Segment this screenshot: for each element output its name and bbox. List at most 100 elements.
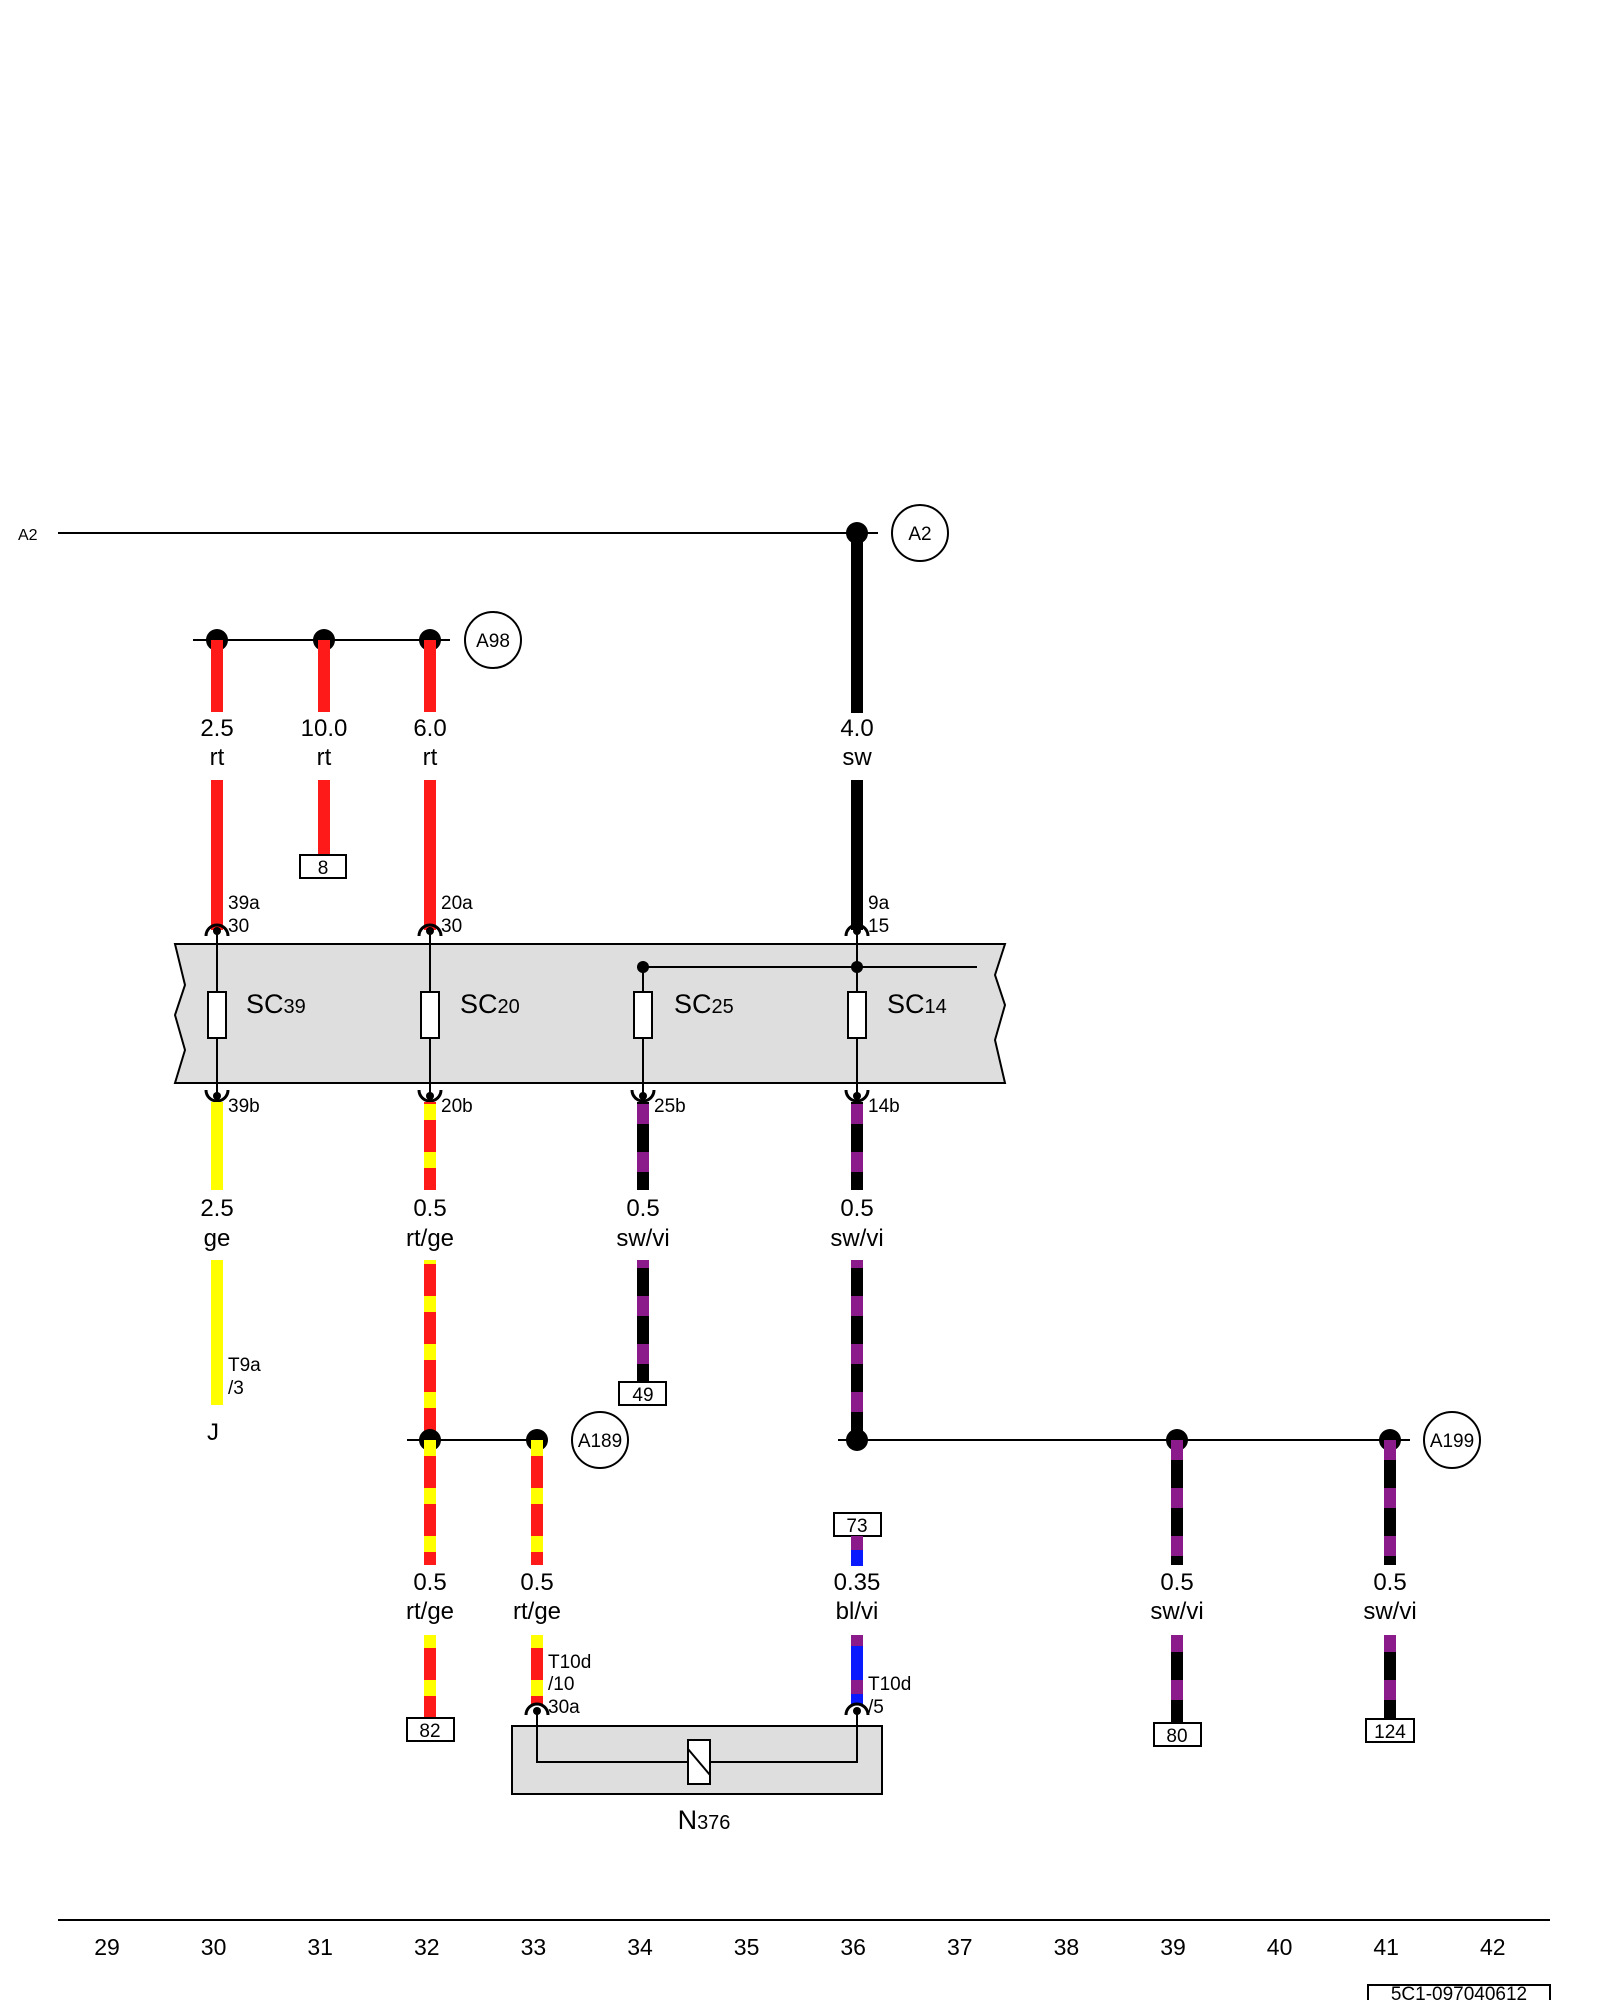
grid-column-36: 36 <box>840 1934 866 1960</box>
wire-w12-size: 0.5 <box>1160 1569 1193 1596</box>
fuse-sc14[interactable] <box>847 991 867 1039</box>
wire-w12-top[interactable] <box>1171 1440 1183 1565</box>
grid-column-34: 34 <box>627 1934 653 1960</box>
pin-20b: 20b <box>441 1096 473 1117</box>
wire-w2-top[interactable] <box>318 640 330 712</box>
grid-column-35: 35 <box>734 1934 760 1960</box>
grid-column-41: 41 <box>1373 1934 1399 1960</box>
wire-w6-bottom[interactable] <box>424 1260 436 1440</box>
grid-column-37: 37 <box>947 1934 973 1960</box>
wire-w1-bottom[interactable] <box>211 780 223 930</box>
wire-w9-bottom[interactable] <box>424 1635 436 1718</box>
fuse-sc20-label: SC20 <box>460 989 520 1019</box>
wire-w2-size: 10.0 <box>301 715 348 742</box>
ref-box-80[interactable] <box>1153 1722 1202 1747</box>
grid-column-29: 29 <box>94 1934 120 1960</box>
wire-w4-size: 4.0 <box>840 715 873 742</box>
pin-t10d-10-b: /10 <box>548 1674 574 1695</box>
wire-w8-bottom[interactable] <box>851 1260 863 1440</box>
wire-w9-top[interactable] <box>424 1440 436 1565</box>
component-n376-label: N376 <box>678 1805 731 1835</box>
wire-w11-bottom[interactable] <box>851 1635 863 1705</box>
ref-box-8[interactable] <box>299 854 347 879</box>
pin-9a: 9a <box>868 893 890 914</box>
grid-column-40: 40 <box>1267 1934 1293 1960</box>
connector-bottom-25 <box>630 1089 656 1103</box>
connection-circle-a189[interactable] <box>571 1411 629 1469</box>
ref-box-49[interactable] <box>618 1381 667 1406</box>
fuse-sc25[interactable] <box>633 991 653 1039</box>
wire-w8-size: 0.5 <box>840 1195 873 1222</box>
connection-label-a2: A2 <box>908 524 931 545</box>
pin-39a-2: 30 <box>228 916 249 937</box>
wire-w13-top[interactable] <box>1384 1440 1396 1565</box>
connection-circle-a2[interactable] <box>891 504 949 562</box>
wire-w6-size: 0.5 <box>413 1195 446 1222</box>
wire-w13-size: 0.5 <box>1373 1569 1406 1596</box>
connection-circle-a98[interactable] <box>464 611 522 669</box>
wire-w6-color: rt/ge <box>406 1225 454 1252</box>
connector-bottom-20 <box>417 1089 443 1103</box>
wire-w3-top[interactable] <box>424 640 436 712</box>
wire-w4-top[interactable] <box>851 533 863 713</box>
wire-w3-bottom[interactable] <box>424 780 436 930</box>
pin-t10d-10: T10d <box>548 1652 591 1673</box>
connection-label-a98: A98 <box>476 631 510 652</box>
wire-w6-top[interactable] <box>424 1102 436 1190</box>
wire-w8-top[interactable] <box>851 1102 863 1190</box>
pin-20a: 20a <box>441 893 473 914</box>
wire-w4-color: sw <box>842 744 872 771</box>
connector-n376-5 <box>844 1702 870 1716</box>
wire-w5-bottom[interactable] <box>211 1260 223 1405</box>
wire-w2-bottom[interactable] <box>318 780 330 855</box>
ref-box-82[interactable] <box>406 1717 455 1742</box>
grid-column-39: 39 <box>1160 1934 1186 1960</box>
ref-label-82: 82 <box>419 1721 440 1742</box>
connector-top-39 <box>204 923 230 937</box>
ref-box-124[interactable] <box>1365 1718 1415 1743</box>
wire-w1-top[interactable] <box>211 640 223 712</box>
wire-w3-size: 6.0 <box>413 715 446 742</box>
fuse-sc20[interactable] <box>420 991 440 1039</box>
pin-39b: 39b <box>228 1096 260 1117</box>
wire-w5-size: 2.5 <box>200 1195 233 1222</box>
fuse-sc39-label: SC39 <box>246 989 306 1019</box>
fuse-sc39[interactable] <box>207 991 227 1039</box>
ref-label-124: 124 <box>1374 1722 1406 1743</box>
junction-a199-1 <box>846 1429 868 1451</box>
wire-w7-color: sw/vi <box>616 1225 669 1252</box>
diagram-reference-box <box>1367 1984 1551 2000</box>
wire-w10-bottom[interactable] <box>531 1635 543 1705</box>
wire-w4-bottom[interactable] <box>851 780 863 930</box>
grid-column-31: 31 <box>307 1934 333 1960</box>
wire-w5-top[interactable] <box>211 1102 223 1190</box>
ref-label-49: 49 <box>632 1385 653 1406</box>
pin-9a-2: 15 <box>868 916 889 937</box>
pin-14b: 14b <box>868 1096 900 1117</box>
wire-w7-bottom[interactable] <box>637 1260 649 1382</box>
pin-t9a: T9a <box>228 1355 261 1376</box>
connector-bottom-14 <box>844 1089 870 1103</box>
grid-column-30: 30 <box>201 1934 227 1960</box>
connector-top-14 <box>844 923 870 937</box>
wire-w5-color: ge <box>204 1225 231 1252</box>
wire-w11-size: 0.35 <box>834 1569 881 1596</box>
wire-w9-size: 0.5 <box>413 1569 446 1596</box>
wire-w7-top[interactable] <box>637 1102 649 1190</box>
connector-top-20 <box>417 923 443 937</box>
pin-t9a-2: /3 <box>228 1378 244 1399</box>
diagram-reference: 5C1-097040612 <box>1391 1984 1527 2000</box>
pin-t10d-10-c: 30a <box>548 1697 580 1718</box>
connector-bottom-39 <box>204 1089 230 1103</box>
ref-label-73: 73 <box>846 1516 867 1537</box>
wire-w12-bottom[interactable] <box>1171 1635 1183 1723</box>
wire-w3-color: rt <box>423 744 438 771</box>
ground-label: J <box>207 1419 219 1446</box>
connection-circle-a199[interactable] <box>1423 1411 1481 1469</box>
pin-20a-2: 30 <box>441 916 462 937</box>
wire-w10-top[interactable] <box>531 1440 543 1565</box>
wire-w13-bottom[interactable] <box>1384 1635 1396 1719</box>
wire-w11-top[interactable] <box>851 1536 863 1566</box>
